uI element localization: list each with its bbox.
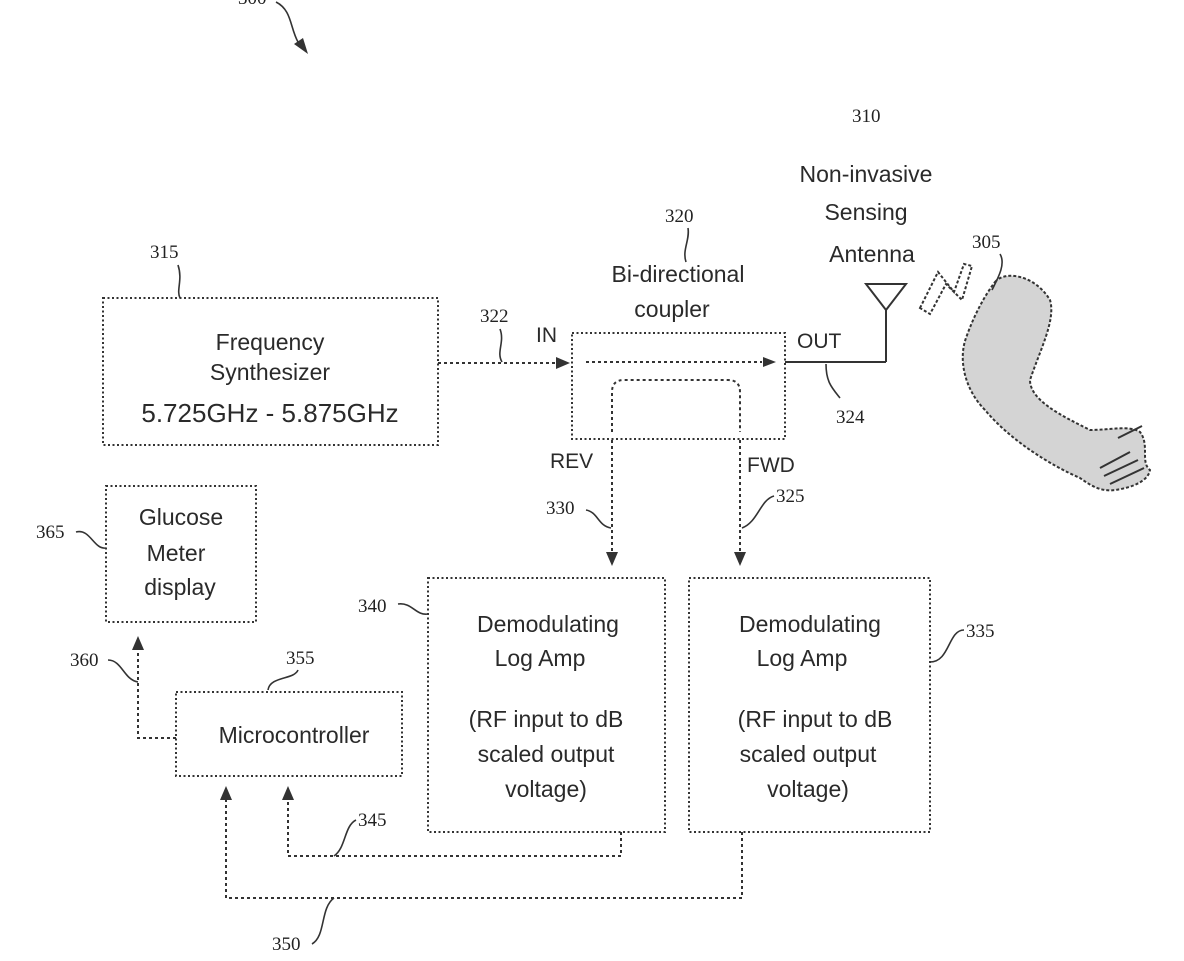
ref-amp-rev: 340 <box>358 596 387 617</box>
ref-amp-fwd: 335 <box>966 621 995 642</box>
display-line-leader <box>108 660 138 682</box>
amp-fwd-label-1: Demodulating <box>739 611 881 637</box>
fwd-arrowhead <box>734 552 746 566</box>
figure-leader <box>276 2 298 42</box>
mcu-label: Microcontroller <box>219 722 370 748</box>
ref-arm: 305 <box>972 232 1001 253</box>
ref-antenna: 310 <box>852 106 881 127</box>
port-out-label: OUT <box>797 330 842 353</box>
ref-display: 365 <box>36 522 65 543</box>
amp-fwd-label-3: (RF input to dB <box>738 706 893 732</box>
fwd-amp-output-arrowhead <box>220 786 232 800</box>
ref-coupler: 320 <box>665 206 694 227</box>
amp-fwd-label-2: Log Amp <box>757 645 848 671</box>
synth-label-1: Frequency <box>216 329 325 355</box>
in-line-leader <box>500 329 502 362</box>
ref-out-line: 324 <box>836 407 865 428</box>
amp-fwd-label-4: scaled output <box>740 741 877 767</box>
rev-arrowhead <box>606 552 618 566</box>
bus-fwd-leader <box>312 898 334 944</box>
ref-bus-fwd: 350 <box>272 934 301 955</box>
fwd-line-leader <box>742 496 774 528</box>
amp-rev-label-4: scaled output <box>478 741 615 767</box>
display-signal-line <box>138 650 176 738</box>
rev-line-leader <box>586 510 611 528</box>
coupler-leader <box>685 228 688 262</box>
amp-rev-label-3: (RF input to dB <box>469 706 624 732</box>
arm-icon <box>963 276 1150 491</box>
port-fwd-label: FWD <box>747 454 795 477</box>
ref-bus-rev: 345 <box>358 810 387 831</box>
coupler-label-1: Bi-directional <box>612 261 745 287</box>
synth-frequency-range: 5.725GHz - 5.875GHz <box>141 398 398 428</box>
figure-arrowhead <box>294 38 308 54</box>
antenna-label-2: Sensing <box>824 199 907 225</box>
amp-fwd-leader <box>930 630 964 662</box>
ref-display-line: 360 <box>70 650 99 671</box>
amp-rev-label-5: voltage) <box>505 776 587 802</box>
coupler-label-2: coupler <box>634 296 710 322</box>
port-rev-label: REV <box>550 450 593 473</box>
display-label-3: display <box>144 574 216 600</box>
rf-signal-icon <box>920 264 972 314</box>
synth-leader <box>178 265 180 298</box>
coupler-through-arrowhead <box>763 357 776 367</box>
coupler-coupled-path <box>612 380 740 432</box>
ref-rev-line: 330 <box>546 498 575 519</box>
antenna-icon <box>866 284 906 310</box>
amp-rev-leader <box>398 604 428 614</box>
synth-label-2: Synthesizer <box>210 359 331 385</box>
ref-figure: 300 <box>238 0 267 9</box>
port-in-label: IN <box>536 324 557 347</box>
bus-rev-leader <box>334 820 356 856</box>
ref-fwd-line: 325 <box>776 486 805 507</box>
rev-amp-output-arrowhead <box>282 786 294 800</box>
display-leader <box>76 532 106 549</box>
ref-synth: 315 <box>150 242 179 263</box>
rev-amp-output-line <box>288 800 621 856</box>
ref-in-line: 322 <box>480 306 509 327</box>
display-label-1: Glucose <box>139 504 223 530</box>
mcu-leader <box>268 670 298 690</box>
amp-fwd-label-5: voltage) <box>767 776 849 802</box>
antenna-label-3: Antenna <box>829 241 915 267</box>
ref-mcu: 355 <box>286 648 315 669</box>
display-label-2: Meter <box>147 540 206 566</box>
antenna-label-1: Non-invasive <box>800 161 933 187</box>
amp-rev-label-2: Log Amp <box>495 645 586 671</box>
display-arrowhead <box>132 636 144 650</box>
in-arrowhead <box>556 357 570 369</box>
bidirectional-coupler-block <box>572 333 785 439</box>
amp-rev-label-1: Demodulating <box>477 611 619 637</box>
out-line-leader <box>826 364 840 398</box>
